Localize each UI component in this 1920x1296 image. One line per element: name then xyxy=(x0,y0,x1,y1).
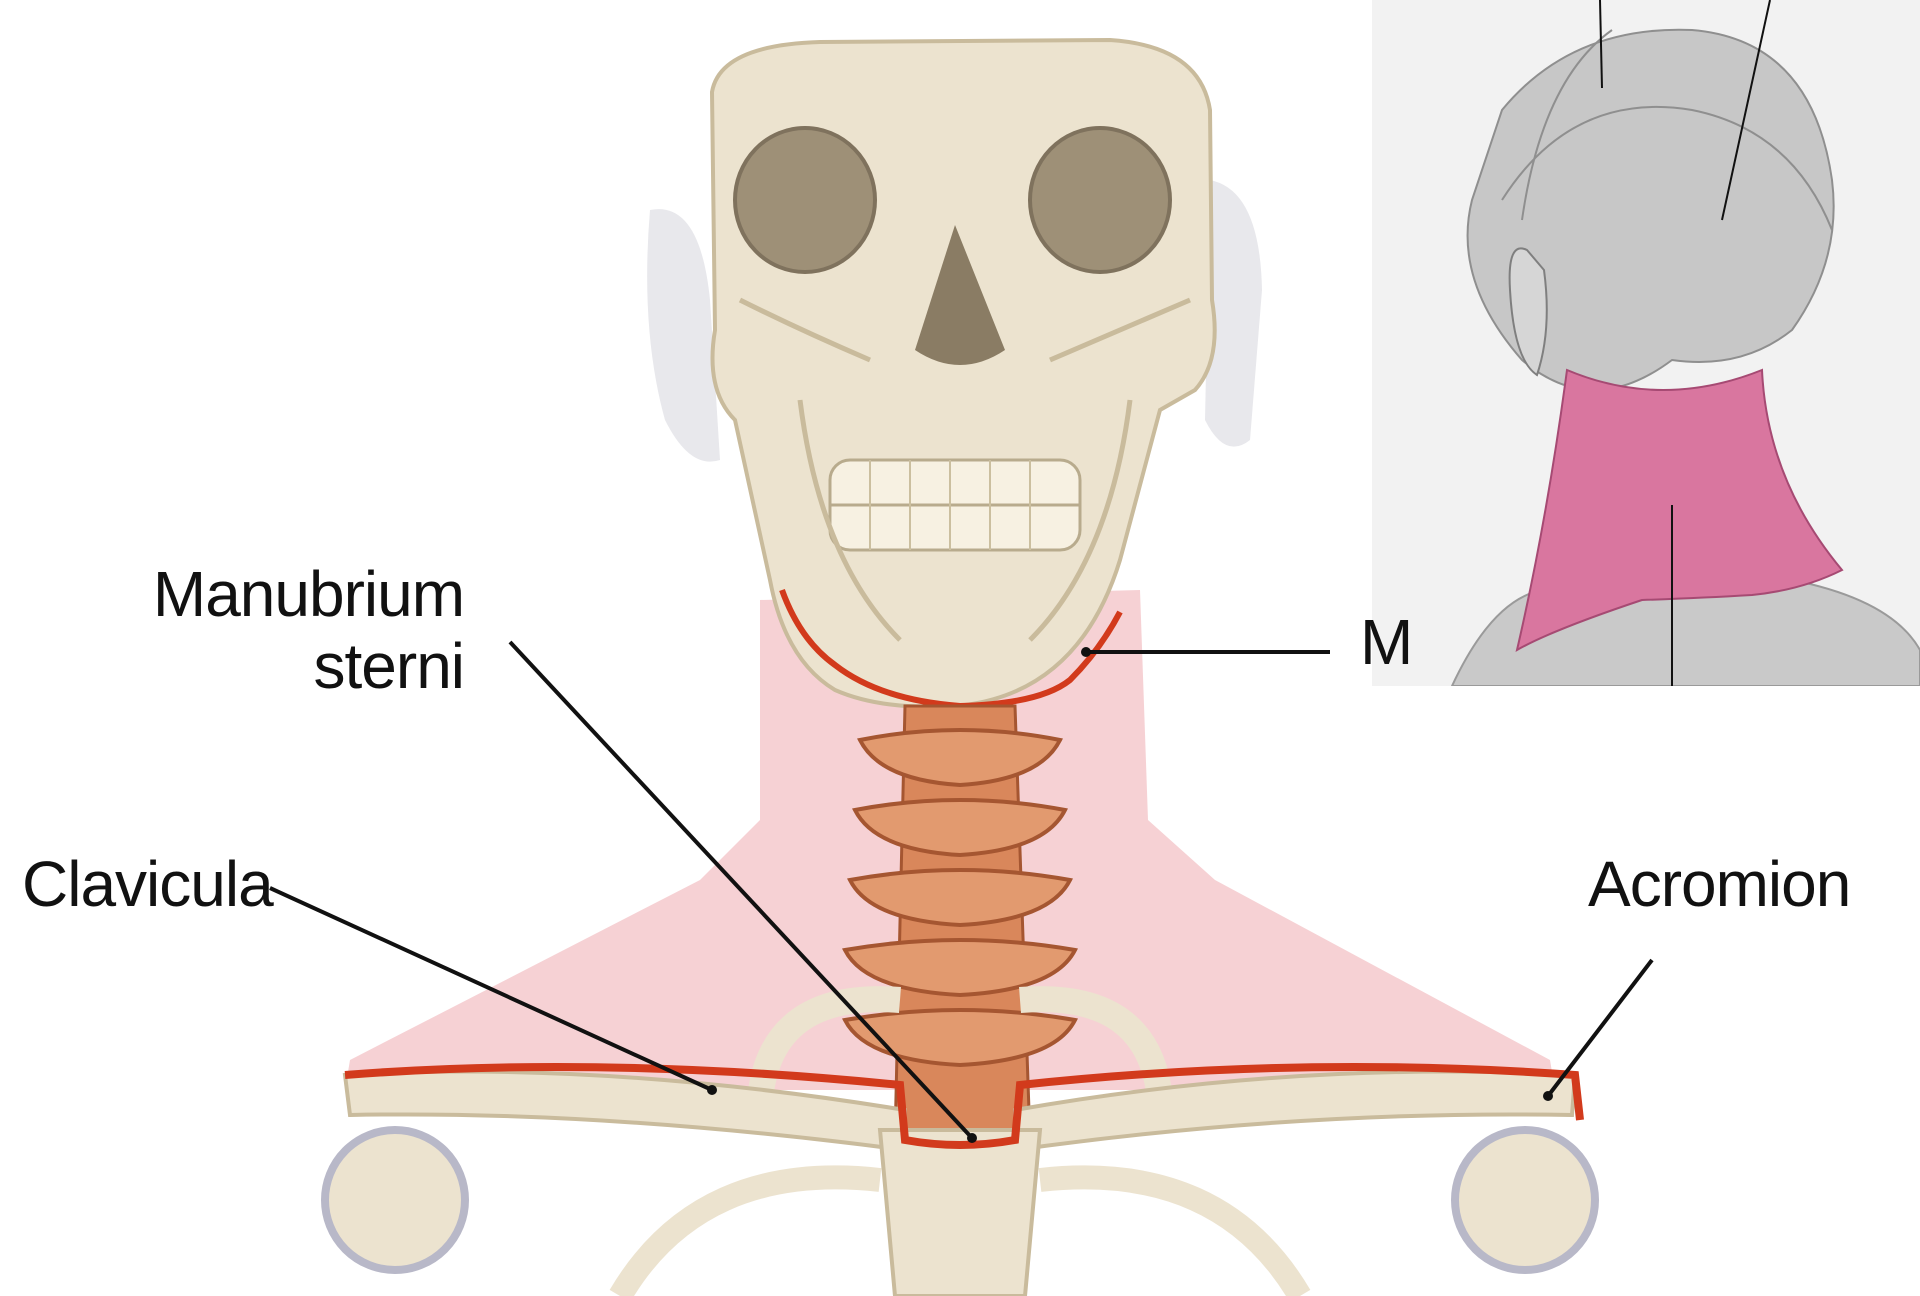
label-manubrium-line1: Manubrium xyxy=(153,558,464,630)
label-clavicula: Clavicula xyxy=(22,848,273,920)
label-manubrium-sterni: Manubrium sterni xyxy=(153,558,464,702)
label-cut-off: M xyxy=(1360,606,1412,678)
leader-dot-acromion xyxy=(1543,1091,1553,1101)
leader-dot-manubrium xyxy=(967,1133,977,1143)
leader-dot-mandible xyxy=(1081,647,1091,657)
inset-posterior-view xyxy=(1372,0,1920,686)
leader-line-acromion xyxy=(1548,960,1652,1096)
label-acromion: Acromion xyxy=(1588,848,1850,920)
label-manubrium-line2: sterni xyxy=(153,630,464,702)
ear-shadow-left xyxy=(647,209,720,462)
posterior-head-illustration xyxy=(1372,0,1920,686)
leader-dot-clavicula xyxy=(707,1085,717,1095)
